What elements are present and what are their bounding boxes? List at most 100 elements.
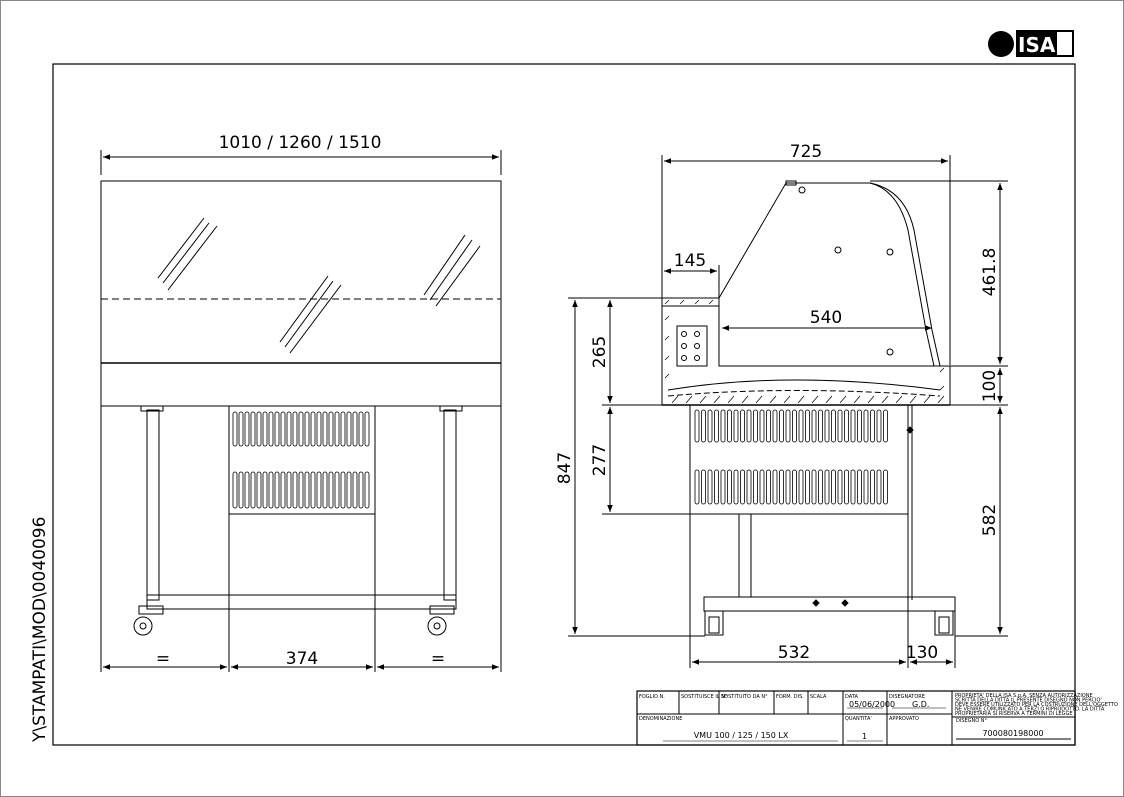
- grille-slot: [727, 409, 732, 443]
- front-base-band: [100, 362, 502, 407]
- dim-277-label: 277: [590, 444, 610, 476]
- grille-slot: [753, 469, 758, 505]
- grille-slot: [779, 469, 784, 505]
- dim-540-label: 540: [810, 308, 842, 328]
- grille-slot: [831, 469, 836, 505]
- grille-slot: [304, 411, 310, 447]
- grille-slot: [857, 409, 862, 443]
- grille-slot: [328, 471, 334, 509]
- side-base-frame: [703, 596, 956, 612]
- grille-slot: [733, 409, 739, 443]
- front-bottom-dim-left: =: [156, 649, 170, 669]
- caster-left: [133, 605, 164, 636]
- side-counter-outline: [661, 297, 951, 406]
- grille-slot: [262, 471, 268, 509]
- grille-slot: [876, 469, 882, 505]
- grille-slot: [746, 469, 752, 505]
- grille-slot: [322, 471, 328, 509]
- grille-slot: [310, 471, 316, 509]
- grille-slot: [714, 469, 719, 505]
- hatch-stroke: [923, 395, 931, 404]
- hatch-stroke: [783, 395, 791, 404]
- grille-slot: [328, 411, 334, 447]
- tb-header-form: FORM. DIS.: [776, 694, 804, 700]
- grille-slot: [358, 471, 364, 509]
- front-view: [100, 150, 502, 672]
- grille-slot: [340, 411, 346, 447]
- side-caster-right: [934, 610, 954, 636]
- isa-logo-text: ISA: [1018, 33, 1056, 57]
- grille-slot: [798, 409, 804, 443]
- grille-slot: [824, 469, 830, 505]
- dim-582-label: 582: [980, 504, 1000, 536]
- grille-slot: [298, 411, 304, 447]
- grille-slot: [740, 409, 745, 443]
- grille-slot: [298, 471, 304, 509]
- grille-slot: [883, 409, 888, 443]
- tb-header-sostituisce: SOSTITUISCE IL N°: [681, 694, 728, 700]
- grille-slot: [714, 409, 719, 443]
- side-archive-code: Y\STAMPATI\MOD\0040096: [30, 517, 50, 743]
- caster-right: [427, 605, 455, 636]
- tb-notice-line-5: PROPRIETARIA SI RISERVA A TERMINI DI LEG…: [955, 711, 1072, 717]
- dim-265-label: 265: [590, 336, 610, 368]
- dim-532-label: 532: [778, 643, 810, 663]
- grille-slot: [310, 411, 316, 447]
- grille-slot: [316, 471, 322, 509]
- front-glass-panel: [100, 180, 502, 364]
- grille-slot: [805, 469, 810, 505]
- grille-slot: [694, 409, 700, 443]
- grille-slot: [759, 469, 765, 505]
- grille-slot: [352, 411, 358, 447]
- grille-slot: [280, 411, 286, 447]
- tb-header-quantita: QUANTITA': [845, 716, 872, 722]
- front-grille-panel: [228, 405, 376, 515]
- grille-slot: [268, 411, 274, 447]
- grille-slot: [238, 411, 244, 447]
- grille-slot: [863, 409, 869, 443]
- hatch-stroke: [699, 395, 707, 404]
- grille-slot: [322, 411, 328, 447]
- grille-slot: [304, 471, 310, 509]
- grille-slot: [316, 411, 322, 447]
- tb-header-data: DATA: [845, 694, 858, 700]
- front-leg-right: [443, 409, 457, 601]
- grille-slot: [244, 411, 250, 447]
- drawing-frame: [52, 63, 1076, 746]
- hatch-stroke: [797, 395, 805, 404]
- grille-slot: [772, 409, 778, 443]
- isa-logo: ISA: [988, 30, 1074, 57]
- grille-slot: [785, 409, 791, 443]
- grille-slot: [701, 409, 706, 443]
- grille-slot: [837, 469, 843, 505]
- grille-slot: [792, 469, 797, 505]
- grille-slot: [238, 471, 244, 509]
- grille-slot: [785, 469, 791, 505]
- grille-slot: [779, 409, 784, 443]
- hatch-stroke: [867, 395, 875, 404]
- grille-slot: [733, 469, 739, 505]
- grille-slot: [707, 469, 713, 505]
- grille-slot: [286, 471, 292, 509]
- grille-slot: [870, 469, 875, 505]
- grille-slot: [286, 411, 292, 447]
- title-block-text: FOGLIO N. SOSTITUISCE IL N° SOSTITUITO D…: [639, 693, 1118, 741]
- front-grille-slots: [232, 411, 370, 509]
- side-grille-panel: [689, 404, 909, 515]
- grille-slot: [707, 409, 713, 443]
- tb-designer: G.D.: [912, 700, 929, 709]
- tb-quantity: 1: [862, 732, 867, 741]
- grille-slot: [720, 469, 726, 505]
- tb-header-disegno: DISEGNO N°: [956, 718, 988, 724]
- grille-slot: [280, 471, 286, 509]
- grille-slot: [250, 411, 256, 447]
- hatch-stroke: [881, 395, 889, 404]
- grille-slot: [346, 411, 352, 447]
- grille-slot: [805, 409, 810, 443]
- hatch-stroke: [727, 395, 735, 404]
- grille-slot: [863, 469, 869, 505]
- tb-notice-line-4: NE VENIRE COMUNICATO A TERZI O RIPRODOTT…: [955, 707, 1105, 713]
- tb-notice-line-2: SCRITTA DELLA DITTA IL PRESENTE DISEGNO …: [955, 698, 1102, 704]
